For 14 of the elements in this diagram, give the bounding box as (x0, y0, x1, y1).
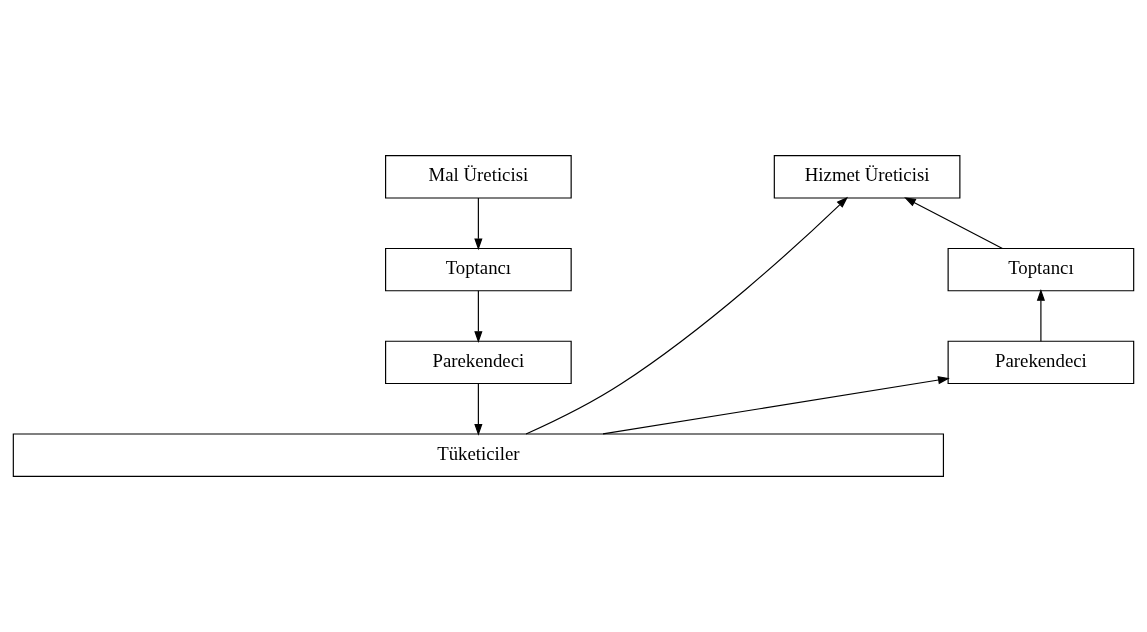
node-box: Hizmet Üreticisi (773, 155, 961, 199)
arrow (602, 376, 950, 435)
node-box: Tüketiciler (12, 433, 944, 477)
node-box: Parekendeci (385, 340, 572, 385)
arrow (474, 290, 483, 343)
arrow (525, 196, 849, 435)
arrow (474, 383, 483, 436)
arrow (474, 197, 483, 251)
node-box: Toptancı (385, 247, 572, 292)
arrow (904, 197, 1004, 249)
node-box: Mal Üreticisi (385, 155, 572, 199)
node-box: Parekendeci (947, 340, 1135, 385)
arrow (1036, 289, 1045, 342)
node-box: Toptancı (947, 247, 1135, 292)
